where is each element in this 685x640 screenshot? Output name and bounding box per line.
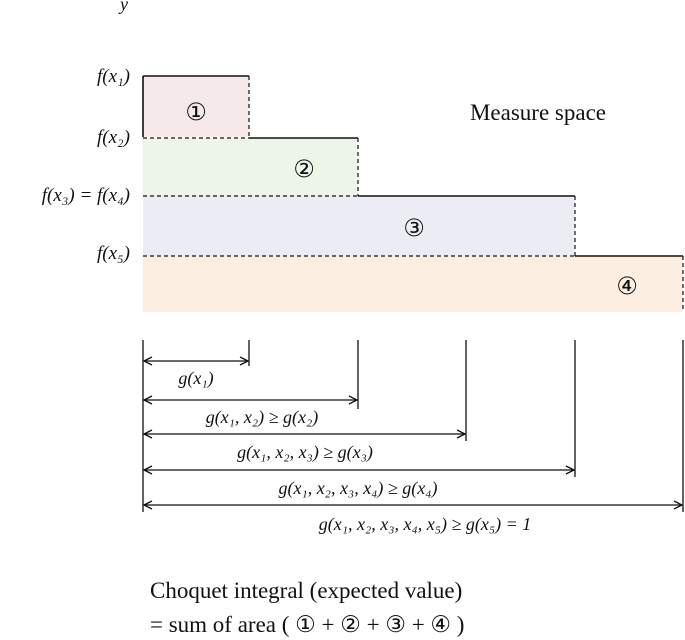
region-1 [143,76,249,137]
region-3-label: ③ [403,214,425,242]
region-3 [143,196,575,256]
measure-ticks [142,340,684,512]
region-2-label: ② [293,155,315,183]
f-label-3-4: f(x₃) = f(x₄) [42,185,130,206]
caption-line-2: = sum of area ( ① + ② + ③ + ④ ) [150,612,464,637]
g-label-2: g(x₁, x₂) ≥ g(x₂) [206,407,319,428]
region-4-label: ④ [616,272,638,300]
g-label-3: g(x₁, x₂, x₃) ≥ g(x₃) [237,442,373,463]
f-label-5: f(x₅) [97,243,130,264]
staircase-solid [142,75,683,257]
f-label-1: f(x₁) [97,66,130,87]
y-axis-label: y [118,0,128,14]
region-2 [143,138,358,196]
region-4 [143,256,683,312]
measure-space-label: Measure space [470,100,606,125]
g-label-4: g(x₁, x₂, x₃, x₄) ≥ g(x₄) [278,478,437,499]
f-label-2: f(x₂) [97,127,130,148]
caption-line-1: Choquet integral (expected value) [150,578,462,603]
g-label-5: g(x₁, x₂, x₃, x₄, x₅) ≥ g(x₅) = 1 [319,514,531,535]
region-1-label: ① [185,98,207,126]
staircase-dashed [143,76,684,312]
measure-arrows [144,361,682,505]
g-label-1: g(x₁) [178,368,213,389]
